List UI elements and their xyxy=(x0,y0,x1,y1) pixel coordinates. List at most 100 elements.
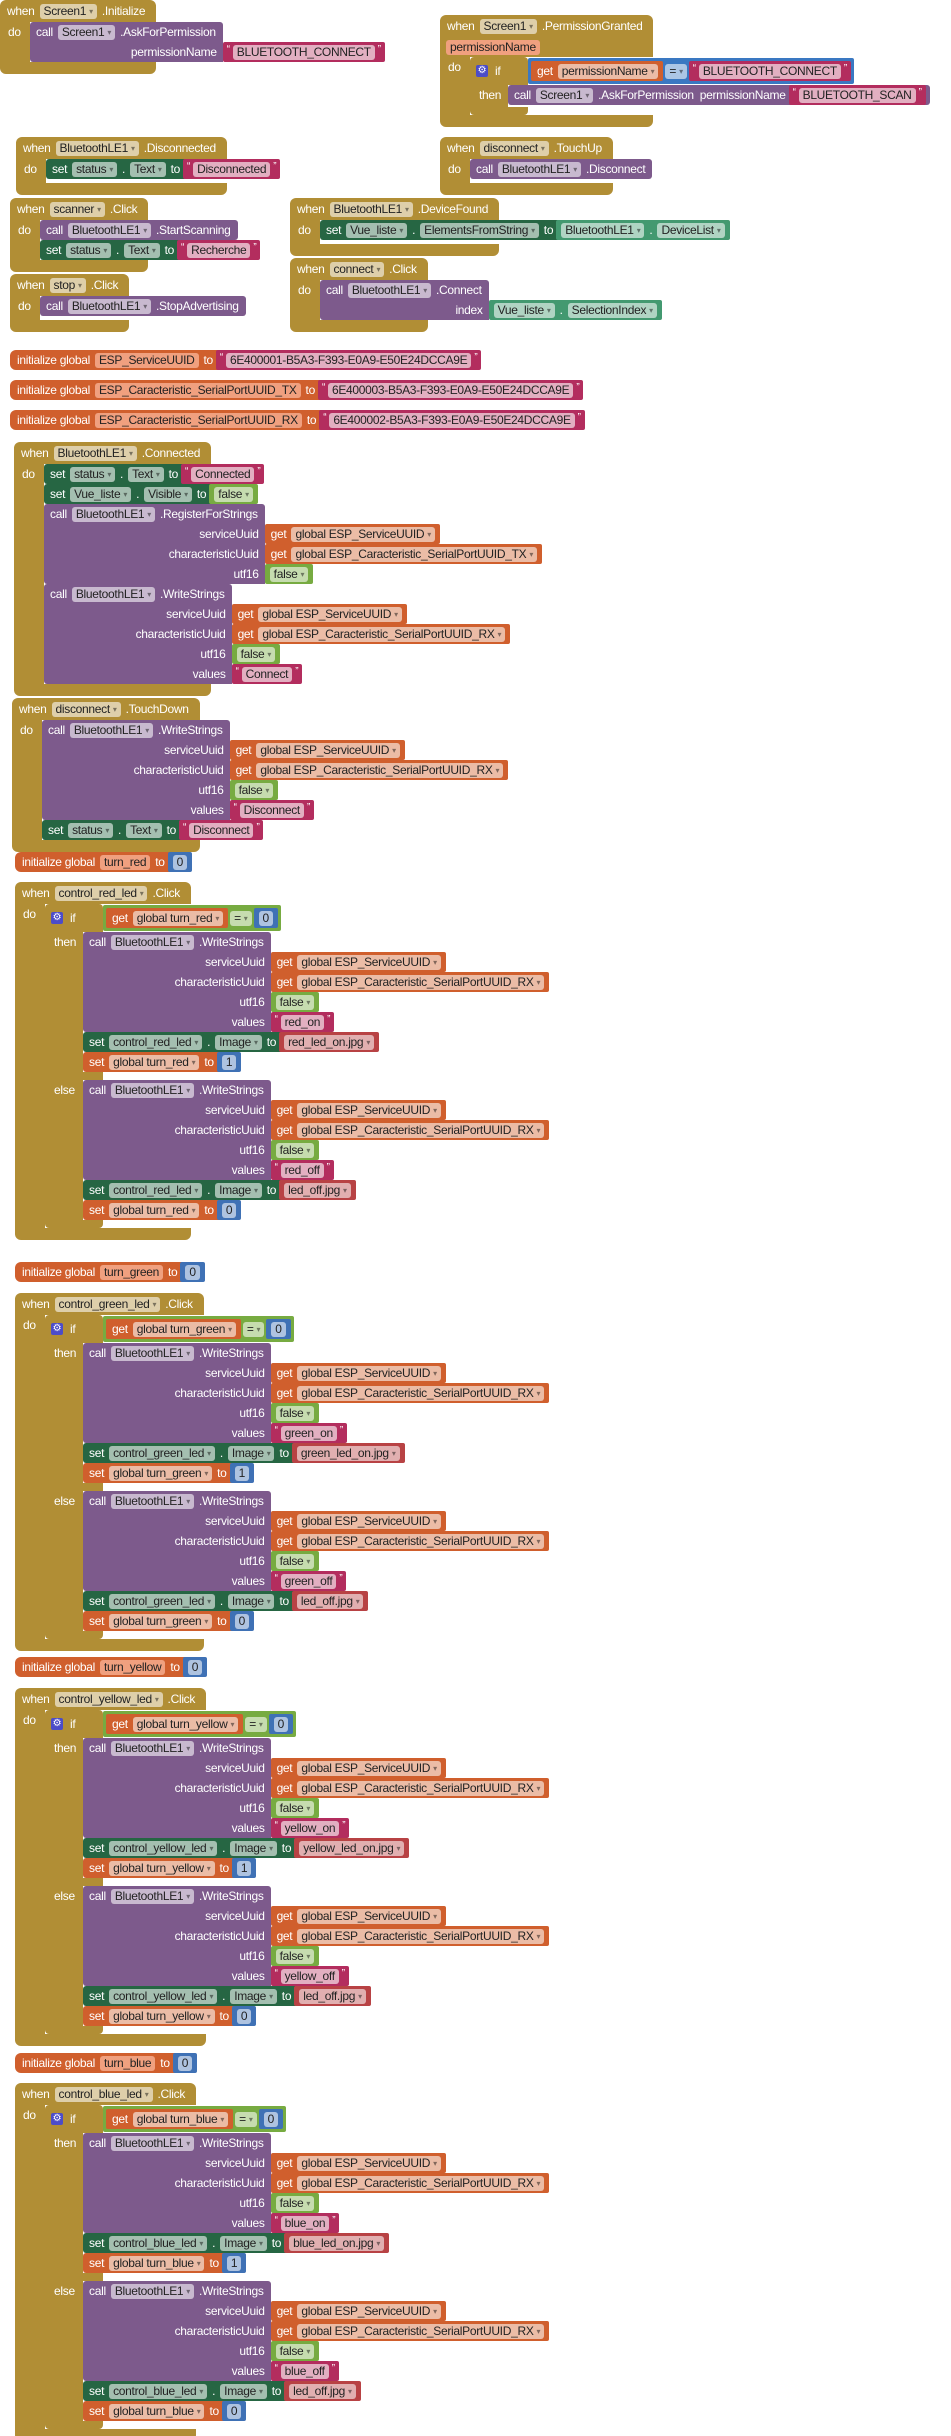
variable-dropdown[interactable]: global turn_red xyxy=(132,910,224,926)
number-field[interactable]: 1 xyxy=(234,1465,249,1481)
number-block[interactable]: 0 xyxy=(268,1714,293,1734)
set-control-yellow-led-image-block[interactable]: setcontrol_yellow_led.Imagetoyellow_led_… xyxy=(83,1838,410,1858)
component-dropdown[interactable]: control_yellow_led xyxy=(109,1840,218,1856)
text-value-field[interactable]: BLUETOOTH_CONNECT xyxy=(698,63,841,79)
global-name-field[interactable]: turn_red xyxy=(99,854,151,870)
number-field[interactable]: 0 xyxy=(187,1659,203,1675)
mutator-gear-icon[interactable] xyxy=(51,1323,63,1335)
component-dropdown[interactable]: Screen1 xyxy=(39,3,97,19)
variable-dropdown[interactable]: global ESP_Caracteristic_SerialPortUUID_… xyxy=(297,1928,545,1944)
boolean-dropdown[interactable]: false xyxy=(275,2343,315,2359)
variable-dropdown[interactable]: global turn_red xyxy=(109,1202,200,1218)
number-block[interactable]: 0 xyxy=(167,852,193,872)
variable-dropdown[interactable]: global ESP_ServiceUUID xyxy=(297,1365,441,1381)
boolean-dropdown[interactable]: false xyxy=(275,1800,315,1816)
boolean-block[interactable]: false xyxy=(270,1551,320,1571)
call-bluetoothle1-connect-block[interactable]: callBluetoothLE1.ConnectindexVue_liste.S… xyxy=(320,280,662,320)
component-dropdown[interactable]: control_red_led xyxy=(54,885,148,901)
number-block[interactable]: 0 xyxy=(182,1657,208,1677)
text-value-field[interactable]: 6E400002-B5A3-F393-E0A9-E50E24DCCA9E xyxy=(329,412,575,428)
event-control-yellow-led-click[interactable]: whencontrol_yellow_led.Clickdoifgetgloba… xyxy=(15,1688,550,2046)
asset-block[interactable]: red_led_on.jpg xyxy=(279,1032,380,1052)
text-value-field[interactable]: red_off xyxy=(280,1162,324,1178)
component-dropdown[interactable]: BluetoothLE1 xyxy=(110,1888,194,1904)
text-block[interactable]: “Disconnect” xyxy=(229,800,314,820)
text-block[interactable]: “green_on” xyxy=(270,1423,347,1443)
variable-dropdown[interactable]: global ESP_ServiceUUID xyxy=(297,2155,441,2171)
event-stop-click[interactable]: whenstop.ClickdocallBluetoothLE1.StopAdv… xyxy=(10,274,246,332)
text-block[interactable]: “6E400002-B5A3-F393-E0A9-E50E24DCCA9E” xyxy=(319,410,585,430)
property-dropdown[interactable]: Text xyxy=(130,161,166,177)
call-screen1-askforpermission-block[interactable]: callScreen1.AskForPermissionpermissionNa… xyxy=(508,85,930,105)
text-value-field[interactable]: blue_off xyxy=(280,2363,329,2379)
component-dropdown[interactable]: BluetoothLE1 xyxy=(110,2283,194,2299)
asset-block[interactable]: led_off.jpg xyxy=(291,1591,369,1611)
component-dropdown[interactable]: control_blue_led xyxy=(54,2086,153,2102)
number-field[interactable]: 0 xyxy=(221,1202,237,1218)
set-control-blue-led-image-block[interactable]: setcontrol_blue_led.Imagetoblue_led_on.j… xyxy=(83,2233,390,2253)
asset-block[interactable]: led_off.jpg xyxy=(284,2381,361,2401)
boolean-block[interactable]: false xyxy=(270,2193,320,2213)
operator-dropdown[interactable]: = xyxy=(235,2111,257,2127)
operator-dropdown[interactable]: = xyxy=(230,910,252,926)
variable-dropdown[interactable]: global ESP_ServiceUUID xyxy=(297,1908,441,1924)
variable-dropdown[interactable]: global turn_green xyxy=(109,1465,213,1481)
text-block[interactable]: “yellow_on” xyxy=(270,1818,350,1838)
component-dropdown[interactable]: Vue_liste xyxy=(346,222,408,238)
global-name-field[interactable]: ESP_ServiceUUID xyxy=(94,352,199,368)
text-value-field[interactable]: green_on xyxy=(280,1425,337,1441)
call-bluetoothle1-writestrings-block[interactable]: callBluetoothLE1.WriteStringsserviceUuid… xyxy=(83,2281,550,2381)
text-block[interactable]: “yellow_off” xyxy=(270,1966,349,1986)
number-block[interactable]: 0 xyxy=(172,2053,198,2073)
boolean-block[interactable]: false xyxy=(264,564,314,584)
asset-dropdown[interactable]: led_off.jpg xyxy=(284,1182,351,1198)
component-dropdown[interactable]: control_green_led xyxy=(54,1296,161,1312)
mutator-gear-icon[interactable] xyxy=(51,1718,63,1730)
call-bluetoothle1-writestrings-block[interactable]: callBluetoothLE1.WriteStringsserviceUuid… xyxy=(44,584,511,684)
property-dropdown[interactable]: Text xyxy=(128,466,164,482)
number-block[interactable]: 0 xyxy=(258,2109,283,2129)
boolean-block[interactable]: false xyxy=(270,992,320,1012)
number-field[interactable]: 1 xyxy=(221,1054,237,1070)
property-dropdown[interactable]: Image xyxy=(227,1593,275,1609)
number-field[interactable]: 0 xyxy=(185,1264,200,1280)
text-block[interactable]: “Disconnect” xyxy=(179,820,264,840)
number-block[interactable]: 0 xyxy=(266,1319,291,1339)
variable-dropdown[interactable]: global ESP_Caracteristic_SerialPortUUID_… xyxy=(297,2175,545,2191)
variable-dropdown[interactable]: global ESP_Caracteristic_SerialPortUUID_… xyxy=(297,1780,545,1796)
asset-dropdown[interactable]: led_off.jpg xyxy=(289,2383,356,2399)
boolean-block[interactable]: false xyxy=(270,1946,320,1966)
call-bluetoothle1-writestrings-block[interactable]: callBluetoothLE1.WriteStringsserviceUuid… xyxy=(83,1491,550,1591)
component-dropdown[interactable]: BluetoothLE1 xyxy=(55,140,139,156)
text-value-field[interactable]: BLUETOOTH_SCAN xyxy=(798,87,916,103)
component-dropdown[interactable]: scanner xyxy=(49,201,105,217)
event-screen1-initialize[interactable]: whenScreen1.InitializedocallScreen1.AskF… xyxy=(0,0,385,74)
component-dropdown[interactable]: control_blue_led xyxy=(109,2383,208,2399)
set-vue-liste-elementsfromstring-block[interactable]: setVue_liste.ElementsFromStringtoBluetoo… xyxy=(320,220,730,240)
component-dropdown[interactable]: status xyxy=(68,822,114,838)
property-dropdown[interactable]: Image xyxy=(227,1445,275,1461)
variable-dropdown[interactable]: global ESP_Caracteristic_SerialPortUUID_… xyxy=(291,546,538,562)
call-bluetoothle1-writestrings-block[interactable]: callBluetoothLE1.WriteStringsserviceUuid… xyxy=(83,932,550,1032)
